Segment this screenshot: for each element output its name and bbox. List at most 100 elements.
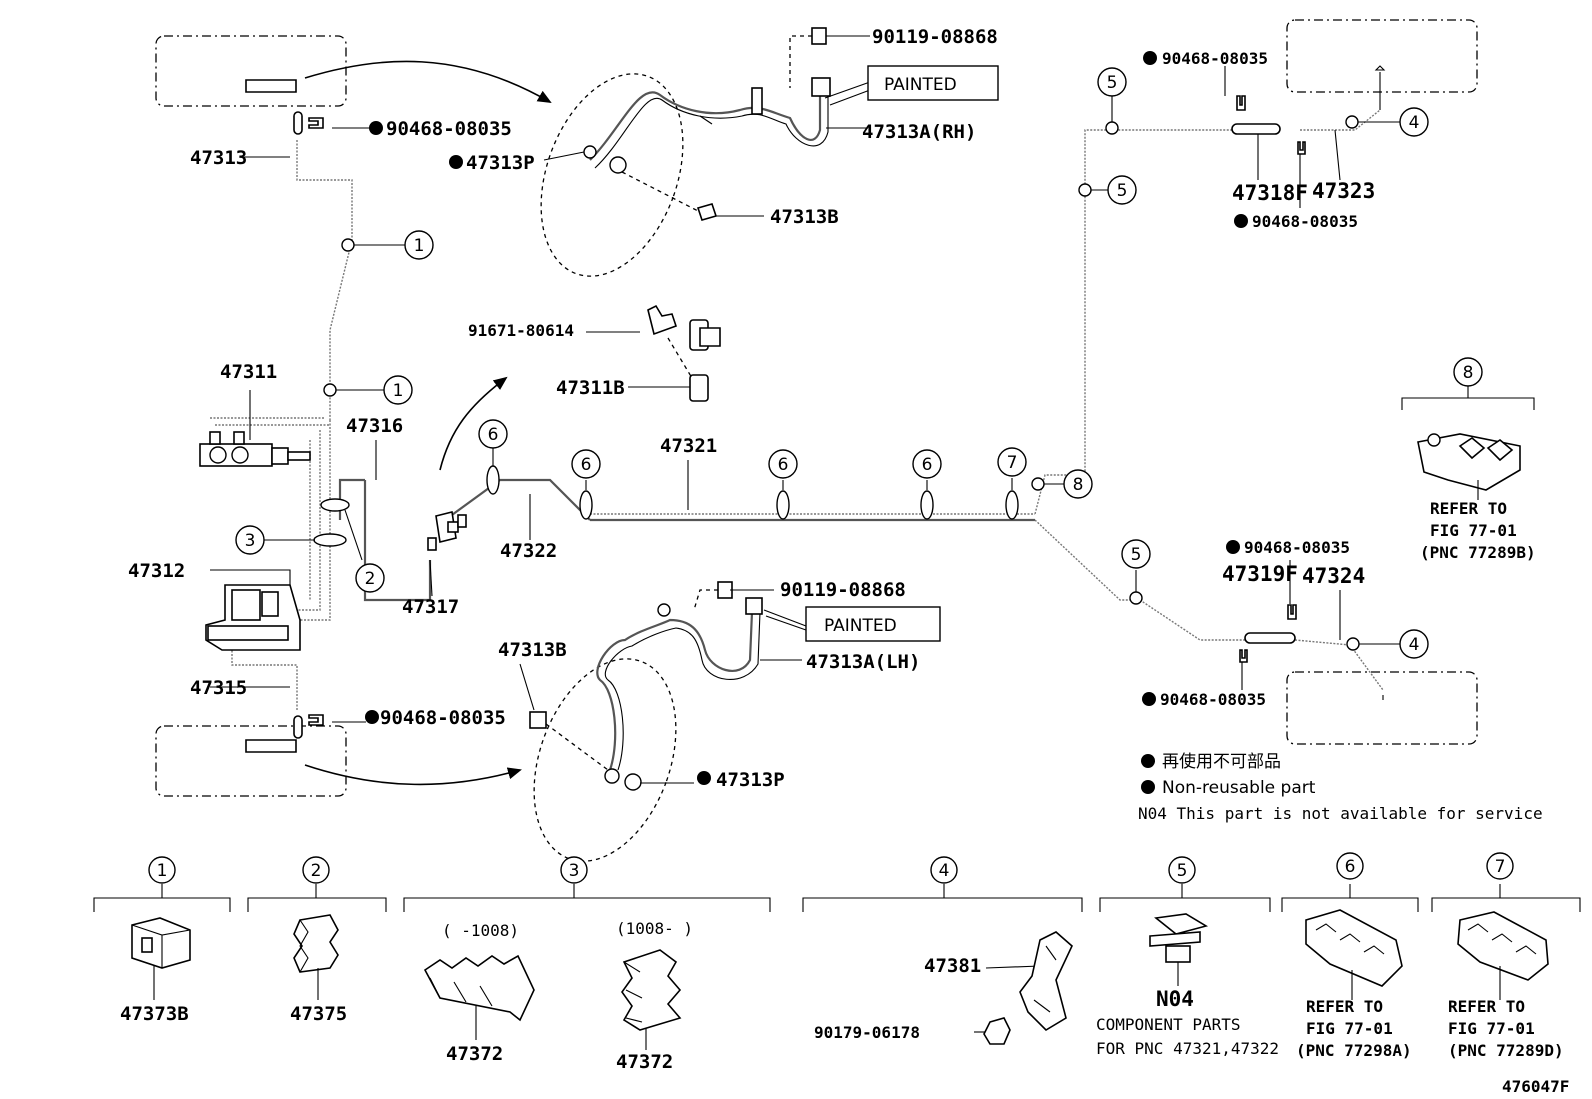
- label-47313A-rh: 47313A(RH): [862, 121, 976, 143]
- callout-4-b: 4: [1399, 629, 1429, 659]
- master-cylinder: [199, 431, 311, 467]
- label-90468-e: 90468-08035: [1244, 538, 1350, 557]
- callout-6-a: 6: [478, 419, 508, 449]
- svg-text:8: 8: [1073, 475, 1084, 495]
- flow-arrow-lower: [304, 764, 522, 786]
- panel6-ref1: REFER TO: [1306, 997, 1383, 1016]
- location-box-rear-lower: [1286, 671, 1478, 745]
- panel7-ref1: REFER TO: [1448, 997, 1525, 1016]
- non-reusable-markers: [365, 51, 1248, 794]
- callout-6-b: 6: [571, 449, 601, 479]
- svg-text:4: 4: [1409, 635, 1420, 655]
- panel3-part-b: 47372: [616, 1051, 673, 1073]
- callout-6-d: 6: [912, 449, 942, 479]
- svg-text:6: 6: [778, 455, 789, 475]
- callout-6-c: 6: [768, 449, 798, 479]
- panel6-ref2: FIG 77-01: [1306, 1019, 1393, 1038]
- callout-8-top: 8: [1453, 357, 1483, 387]
- refer8-line1: REFER TO: [1430, 499, 1507, 518]
- painted-box-lower: [805, 606, 941, 642]
- label-47315: 47315: [190, 677, 247, 699]
- svg-text:6: 6: [488, 425, 499, 445]
- callout-2: 2: [355, 563, 385, 593]
- label-47321: 47321: [660, 435, 717, 457]
- callout-5-c: 5: [1121, 539, 1151, 569]
- label-47324: 47324: [1302, 564, 1365, 588]
- label-47313A-lh: 47313A(LH): [806, 651, 920, 673]
- callout-5-b: 5: [1107, 175, 1137, 205]
- panel-4: 4 47381 90179-06178: [802, 856, 1083, 1045]
- label-90468-d: 90468-08035: [1252, 212, 1358, 231]
- wheel-outline-rh: [540, 73, 684, 277]
- label-painted-b: PAINTED: [824, 616, 897, 636]
- legend-en: Non-reusable part: [1162, 778, 1316, 798]
- panel-6: 6 REFER TO FIG 77-01 (PNC 77298A): [1281, 852, 1419, 1060]
- label-47313B-a: 47313B: [770, 206, 839, 228]
- panel5-part: N04: [1156, 987, 1194, 1011]
- svg-text:4: 4: [939, 861, 950, 881]
- label-90468-f: 90468-08035: [1160, 690, 1266, 709]
- svg-text:1: 1: [393, 381, 404, 401]
- flow-arrow-middle: [439, 376, 508, 471]
- label-90468-a: 90468-08035: [386, 118, 512, 140]
- label-47317: 47317: [402, 596, 459, 618]
- svg-text:3: 3: [569, 861, 580, 881]
- callout-8: 8: [1063, 469, 1093, 499]
- panel-5: 5 N04 COMPONENT PARTS FOR PNC 47321,4732…: [1096, 856, 1279, 1058]
- panel7-ref3: (PNC 77289D): [1448, 1041, 1564, 1060]
- panel-2: 2 47375: [247, 856, 387, 1025]
- callout-circles: 1 1 2 3 6 6 6 6 7 8 5 5 4 5 4 8: [235, 67, 1483, 659]
- wheel-outline-lh: [533, 658, 677, 862]
- svg-text:5: 5: [1117, 181, 1128, 201]
- svg-text:3: 3: [245, 531, 256, 551]
- svg-text:2: 2: [311, 861, 322, 881]
- part-labels: 47313 90468-08035 90119-08868 PAINTED 47…: [128, 26, 1375, 791]
- callout-4-a: 4: [1399, 107, 1429, 137]
- panel3-part-a: 47372: [446, 1043, 503, 1065]
- label-47311B: 47311B: [556, 377, 625, 399]
- panel5-note2: FOR PNC 47321,47322: [1096, 1039, 1279, 1058]
- panel-3: 3 ( -1008) (1008- ) 47372 47372: [403, 856, 771, 1073]
- legend-n04: N04 This part is not available for servi…: [1138, 804, 1543, 823]
- panel-7: 7 REFER TO FIG 77-01 (PNC 77289D): [1431, 852, 1581, 1060]
- callout-1-a: 1: [404, 230, 434, 260]
- figure-code: 476047F: [1502, 1077, 1569, 1096]
- label-47313: 47313: [190, 147, 247, 169]
- label-47319F: 47319F: [1222, 562, 1298, 586]
- panel4-part-b: 90179-06178: [814, 1023, 920, 1042]
- svg-text:6: 6: [1345, 857, 1356, 877]
- location-box-front-upper: [155, 35, 347, 107]
- panel3-range-a: ( -1008): [442, 921, 519, 940]
- label-47316: 47316: [346, 415, 403, 437]
- flow-arrow-upper: [304, 60, 552, 103]
- panel2-part: 47375: [290, 1003, 347, 1025]
- location-box-front-lower: [155, 725, 347, 797]
- svg-text:1: 1: [414, 236, 425, 256]
- svg-text:7: 7: [1007, 453, 1018, 473]
- legend: 再使用不可部品 Non-reusable part N04 This part …: [1138, 751, 1543, 823]
- label-47313P-a: 47313P: [466, 152, 535, 174]
- panel5-note1: COMPONENT PARTS: [1096, 1015, 1241, 1034]
- panel-8: REFER TO FIG 77-01 (PNC 77289B): [1401, 386, 1536, 562]
- panel6-ref3: (PNC 77298A): [1296, 1041, 1412, 1060]
- refer8-line2: FIG 77-01: [1430, 521, 1517, 540]
- label-painted-a: PAINTED: [884, 75, 957, 95]
- panel4-part-a: 47381: [924, 955, 981, 977]
- location-box-rear-upper: [1286, 19, 1478, 93]
- svg-text:1: 1: [157, 861, 168, 881]
- label-47313B-b: 47313B: [498, 639, 567, 661]
- legend-jp: 再使用不可部品: [1162, 751, 1281, 772]
- panel1-part: 47373B: [120, 1003, 189, 1025]
- svg-text:5: 5: [1131, 545, 1142, 565]
- svg-text:4: 4: [1409, 113, 1420, 133]
- label-90119-a: 90119-08868: [872, 26, 998, 48]
- label-90119-b: 90119-08868: [780, 579, 906, 601]
- panel7-ref2: FIG 77-01: [1448, 1019, 1535, 1038]
- label-47312: 47312: [128, 560, 185, 582]
- svg-text:5: 5: [1107, 73, 1118, 93]
- junction-block-47317: [427, 511, 467, 551]
- label-47323: 47323: [1312, 179, 1375, 203]
- panel-1: 1 47373B: [93, 856, 231, 1025]
- svg-text:6: 6: [922, 455, 933, 475]
